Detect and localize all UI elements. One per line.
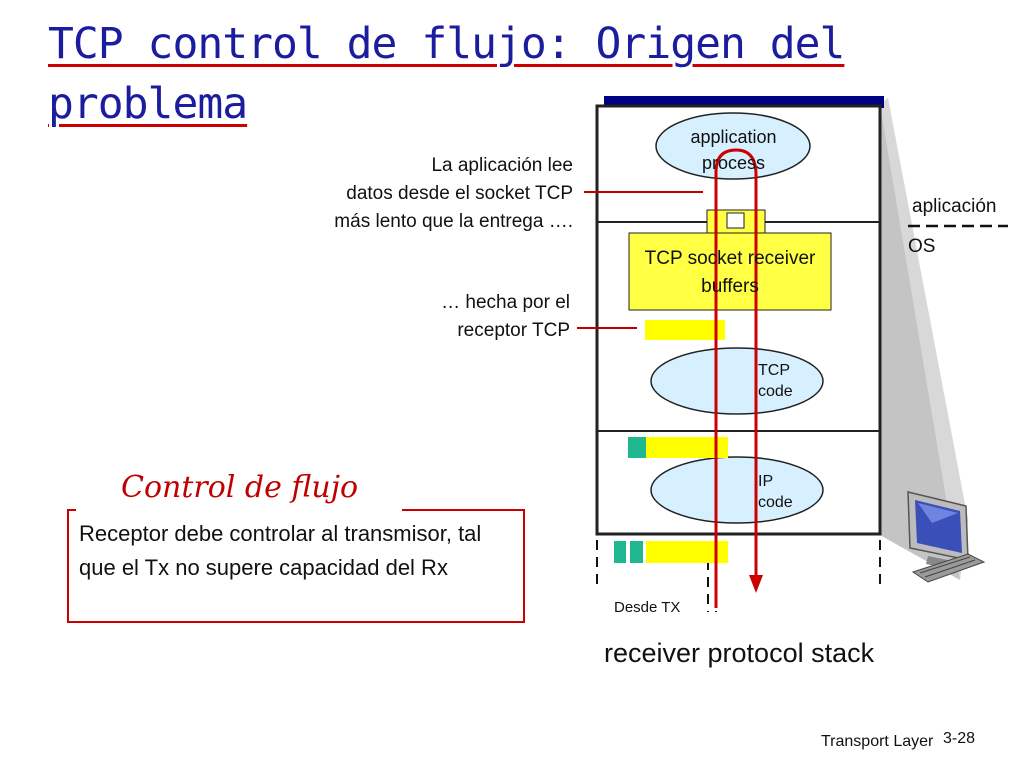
- frame-header-1: [614, 541, 626, 563]
- frame-payload: [646, 541, 728, 563]
- ip-datagram: [646, 437, 728, 458]
- keyboard-icon: [911, 553, 986, 583]
- socket-buffers-label: TCP socket receiver buffers: [644, 248, 816, 297]
- note-app-line-2: datos desde el socket TCP: [346, 183, 573, 204]
- ip-datagram-header: [628, 437, 646, 458]
- note-tcp-line-2: receptor TCP: [457, 320, 570, 341]
- computer-icon: [907, 491, 969, 568]
- flow-control-title: Control de flujo: [121, 470, 359, 505]
- application-process-ellipse: [655, 112, 811, 180]
- note-tcp-delivery: … hecha por el receptor TCP: [380, 289, 570, 345]
- footer-section-label: Transport Layer: [821, 733, 934, 750]
- socket-buffer-box: [628, 232, 832, 311]
- flow-control-box: [67, 509, 525, 623]
- slide-title: TCP control de flujo: Origen del problem…: [48, 19, 845, 129]
- note-tcp-line-1: … hecha por el: [441, 292, 570, 313]
- note-app-line-1: La aplicación lee: [431, 155, 573, 176]
- aplicacion-label: aplicación: [912, 196, 997, 217]
- footer-page-number: 3-28: [943, 730, 976, 747]
- flow-control-text: Receptor debe controlar al transmisor, t…: [79, 521, 482, 580]
- note-application-reads: La aplicación lee datos desde el socket …: [260, 152, 573, 236]
- desde-tx-label: Desde TX: [614, 599, 681, 616]
- ip-code-label: IP code: [758, 473, 793, 511]
- tcp-code-ellipse: [650, 347, 824, 415]
- data-flow-path: [714, 148, 758, 608]
- note-app-line-3: más lento que la entrega ….: [334, 211, 573, 232]
- frame-header-2: [630, 541, 643, 563]
- application-process-label: application process: [690, 127, 777, 173]
- stack-caption: receiver protocol stack: [604, 638, 875, 668]
- ip-code-ellipse: [650, 456, 824, 524]
- flow-arrowhead: [749, 575, 763, 593]
- perspective-beam: [880, 98, 968, 580]
- os-label: OS: [908, 236, 936, 257]
- tcp-segment: [645, 320, 725, 340]
- tcp-code-label: TCP code: [758, 362, 793, 400]
